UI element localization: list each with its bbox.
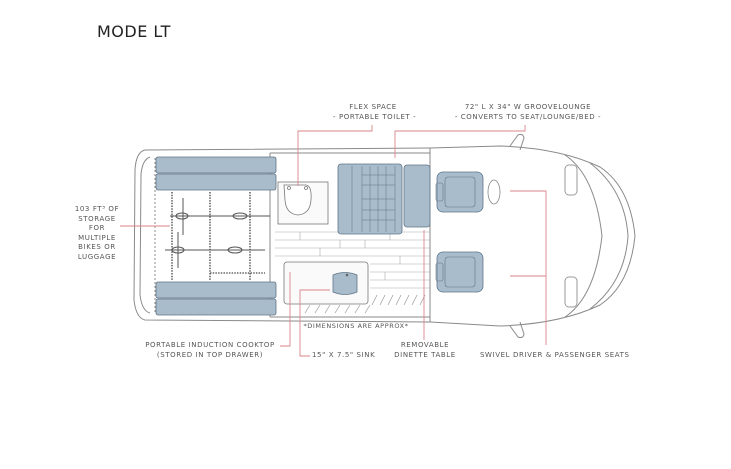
galley-counter: [283, 261, 369, 305]
rear-bins: [155, 156, 277, 316]
flex-space-label: FLEX SPACE - PORTABLE TOILET -: [333, 103, 417, 121]
dimensions-note: *DIMENSIONS ARE APPROX*: [303, 322, 409, 330]
hatched-area: [304, 294, 426, 314]
front-seats: [436, 171, 484, 293]
toilet-area: [277, 181, 329, 225]
cooktop-label: PORTABLE INDUCTION COOKTOP (STORED IN TO…: [145, 341, 275, 359]
leader-lines: [120, 125, 547, 357]
seats-label: SWIVEL DRIVER & PASSENGER SEATS: [480, 351, 630, 359]
floor-planks: [275, 231, 430, 289]
sink-label: 15" X 7.5" SINK: [312, 351, 376, 359]
groovelounge-label: 72" L X 34" W GROOVELOUNGE - CONVERTS TO…: [454, 103, 602, 121]
storage-label: 103 FT³ OF STORAGE FOR MULTIPLE BIKES OR…: [74, 205, 120, 261]
van-body-outline: [133, 133, 636, 339]
bikes: [165, 198, 270, 268]
bike-rack: [171, 192, 265, 281]
dinette-label: REMOVABLE DINETTE TABLE: [394, 341, 456, 359]
lounge-grid: [351, 166, 396, 232]
page-title: MODE LT: [97, 22, 171, 41]
